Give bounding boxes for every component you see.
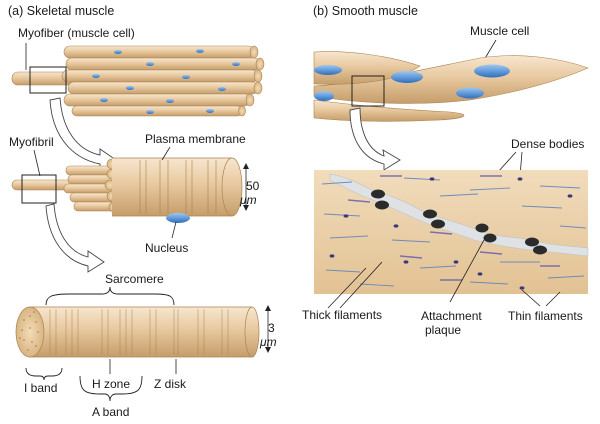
scale-3-um: 3 μm: [259, 305, 277, 353]
panel-b-smooth-muscle: (b) Smooth muscle Muscle cell Dense bodi…: [302, 4, 589, 337]
myofiber-bundle: [11, 43, 265, 117]
label-i-band: I band: [24, 381, 57, 395]
zoom-box-myofibril: [21, 174, 57, 204]
label-unit-50: μm: [239, 193, 257, 207]
nucleus-shape: [166, 213, 190, 223]
i-band-brace: [25, 367, 63, 381]
label-size-50: 50: [246, 179, 260, 193]
smooth-muscle-cells: [313, 51, 589, 122]
zoom-arrow-2: [45, 203, 105, 273]
label-myofibril: Myofibril: [9, 135, 54, 149]
panel-a-skeletal-muscle: (a) Skeletal muscle Myofiber (muscle cel…: [8, 4, 277, 419]
zoom-box-myofiber: [29, 66, 67, 94]
sarcomere-brace: [45, 286, 175, 306]
label-myofiber: Myofiber (muscle cell): [18, 26, 135, 40]
panel-a-heading: (a) Skeletal muscle: [8, 4, 114, 18]
label-nucleus: Nucleus: [145, 241, 188, 255]
label-z-disk: Z disk: [154, 377, 187, 391]
scale-50-um: 50 μm: [239, 163, 260, 211]
myofibril-cylinder: [15, 306, 260, 358]
label-attachment-plaque-line2: plaque: [425, 323, 461, 337]
myofibril-bundle: [11, 158, 130, 217]
label-plasma-membrane: Plasma membrane: [145, 132, 246, 146]
label-muscle-cell: Muscle cell: [470, 24, 529, 38]
label-sarcomere: Sarcomere: [105, 272, 164, 286]
panel-b-heading: (b) Smooth muscle: [313, 4, 418, 18]
zoom-box-smooth: [351, 75, 385, 107]
label-unit-3: μm: [259, 335, 277, 349]
a-band-brace: [79, 375, 143, 402]
cell-membrane-gap: [329, 173, 589, 257]
label-thick-filaments: Thick filaments: [302, 308, 382, 322]
label-thin-filaments: Thin filaments: [508, 309, 583, 323]
fiber-cylinder: [112, 157, 243, 223]
label-size-3: 3: [268, 321, 275, 335]
attachment-plaques: [371, 189, 547, 255]
smooth-muscle-tissue: [314, 170, 589, 294]
label-h-zone: H zone: [92, 377, 130, 391]
label-attachment-plaque-line1: Attachment: [421, 309, 482, 323]
myofibril-cross-section: [15, 306, 45, 358]
label-dense-bodies: Dense bodies: [511, 137, 584, 151]
label-a-band: A band: [92, 405, 129, 419]
